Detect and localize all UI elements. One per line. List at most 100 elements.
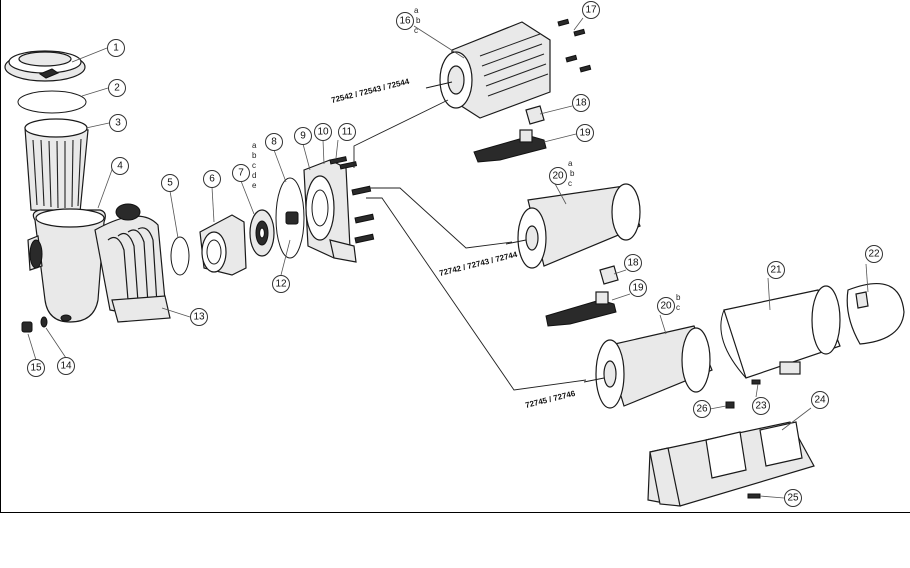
- callout-23: 23: [752, 397, 770, 415]
- drain-plug-o-ring: [40, 316, 48, 328]
- svg-text:a: a: [414, 6, 419, 15]
- cover-nut: [725, 401, 735, 409]
- callout-20-a: 20: [549, 167, 567, 185]
- callout-18-a: 18: [572, 94, 590, 112]
- callout-17: 17: [582, 1, 600, 19]
- model-connectors: [353, 99, 587, 391]
- seal-plate-bolts: [329, 156, 375, 244]
- svg-text:2: 2: [114, 83, 120, 94]
- strainer-basket: [24, 118, 89, 213]
- motor-b-foot-plate: [599, 265, 619, 285]
- svg-text:22: 22: [868, 249, 880, 260]
- callout-13: 13: [190, 308, 208, 326]
- svg-text:10: 10: [317, 127, 329, 138]
- callout-12: 12: [272, 275, 290, 293]
- callout-5: 5: [161, 174, 179, 192]
- diffuser: [199, 214, 247, 276]
- svg-text:24: 24: [814, 395, 826, 406]
- callout-24: 24: [811, 391, 829, 409]
- callout-25: 25: [784, 489, 802, 507]
- callout-10: 10: [314, 123, 332, 141]
- svg-text:a: a: [568, 159, 573, 168]
- lid-o-ring: [17, 90, 87, 114]
- frame-bottom-rule: [0, 512, 910, 513]
- frame-left-edge: [0, 0, 1, 512]
- svg-text:b: b: [570, 169, 575, 178]
- callout-9: 9: [294, 127, 312, 145]
- svg-text:6: 6: [209, 174, 215, 185]
- callout-19-b: 19: [629, 279, 647, 297]
- model-label-motor-c: 72745 / 72746: [524, 389, 576, 410]
- svg-text:c: c: [252, 161, 256, 170]
- svg-text:c: c: [568, 179, 572, 188]
- callout-16: 16: [396, 12, 414, 30]
- svg-text:4: 4: [117, 161, 123, 172]
- svg-text:7: 7: [238, 168, 244, 179]
- svg-text:11: 11: [342, 127, 353, 138]
- model-label-motor-a: 72542 / 72543 / 72544: [330, 77, 410, 105]
- motor-b-base-foot: [545, 291, 617, 327]
- motor-cover: [720, 285, 841, 379]
- callout-20-b: 20: [657, 297, 675, 315]
- svg-text:5: 5: [167, 178, 173, 189]
- callout-14: 14: [57, 357, 75, 375]
- model-label-motor-b: 72742 / 72743 / 72744: [438, 250, 518, 278]
- callout-19-a: 19: [576, 124, 594, 142]
- base-screw: [747, 493, 761, 499]
- callout-6: 6: [203, 170, 221, 188]
- drain-plug: [21, 321, 33, 333]
- motor-20b-variants: b c: [676, 293, 681, 312]
- svg-text:8: 8: [271, 137, 277, 148]
- svg-text:e: e: [252, 181, 257, 190]
- motor-a-foot-plate: [525, 105, 545, 125]
- svg-text:3: 3: [115, 118, 121, 129]
- svg-text:17: 17: [585, 5, 597, 16]
- motor-b: [505, 183, 641, 269]
- leader-lines: [27, 17, 869, 499]
- callout-15: 15: [27, 359, 45, 377]
- pump-lid: [4, 50, 86, 82]
- svg-text:d: d: [252, 171, 256, 180]
- callout-2: 2: [108, 79, 126, 97]
- motor-a: [425, 21, 551, 119]
- motor-16-variants: a b c: [414, 6, 421, 35]
- motor-base: [647, 421, 815, 507]
- svg-text:21: 21: [770, 265, 782, 276]
- impeller: [249, 209, 275, 257]
- shaft-seal: [285, 211, 299, 225]
- end-cap: [846, 282, 905, 345]
- callout-7: 7: [232, 164, 250, 182]
- svg-text:19: 19: [579, 128, 591, 139]
- seal-variants: a b c d e: [252, 141, 257, 190]
- callout-21: 21: [767, 261, 785, 279]
- seal-plate: [303, 159, 357, 263]
- callout-4: 4: [111, 157, 129, 175]
- motor-a-screws: [557, 18, 592, 73]
- svg-text:20: 20: [552, 171, 564, 182]
- svg-text:12: 12: [275, 279, 287, 290]
- svg-text:26: 26: [696, 404, 708, 415]
- callout-1: 1: [107, 39, 125, 57]
- pump-housing: [27, 203, 171, 323]
- svg-text:19: 19: [632, 283, 644, 294]
- svg-text:13: 13: [193, 312, 205, 323]
- motor-20a-variants: a b c: [568, 159, 575, 188]
- svg-text:c: c: [414, 26, 418, 35]
- diffuser-o-ring: [170, 236, 190, 276]
- svg-text:20: 20: [660, 301, 672, 312]
- svg-text:15: 15: [30, 363, 42, 374]
- callout-3: 3: [109, 114, 127, 132]
- seal-plate-o-ring: [275, 177, 305, 259]
- svg-text:18: 18: [627, 258, 639, 269]
- svg-text:14: 14: [60, 361, 72, 372]
- callout-22: 22: [865, 245, 883, 263]
- motor-c: [583, 325, 713, 409]
- svg-text:16: 16: [399, 16, 411, 27]
- svg-text:25: 25: [787, 493, 799, 504]
- callout-26: 26: [693, 400, 711, 418]
- callout-8: 8: [265, 133, 283, 151]
- motor-a-base-foot: [473, 129, 547, 163]
- svg-text:a: a: [252, 141, 257, 150]
- svg-text:b: b: [252, 151, 257, 160]
- svg-text:c: c: [676, 303, 680, 312]
